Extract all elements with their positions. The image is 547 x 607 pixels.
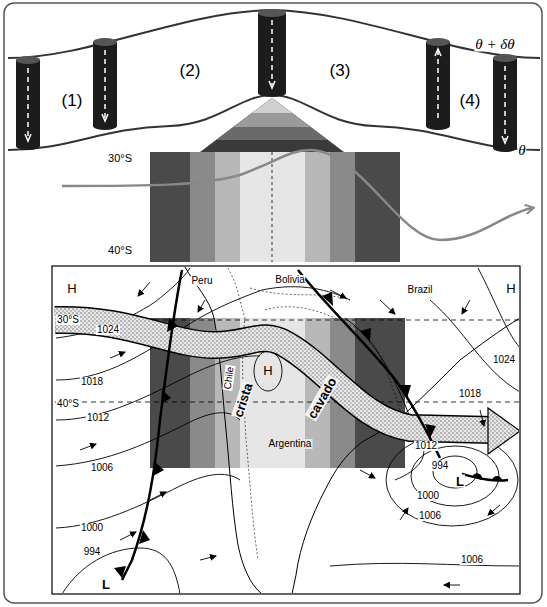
surface-label: θ [517,143,526,158]
pressure-center: H [66,282,77,295]
trough-label: cavado [305,374,340,421]
vorticity-bands [150,152,400,262]
country-name: Chile [222,365,235,391]
isobar-value: 1012 [86,413,110,423]
region-number: (4) [459,92,482,109]
flow-arrow [62,150,532,240]
country-name: Brazil [406,285,433,295]
isobar-value: 1006 [90,463,114,473]
frame [4,3,542,603]
isobar-value: 1000 [80,523,104,533]
latitude-label: 30°S [107,153,133,164]
vortex-columns [16,9,517,152]
isobar-value: 1024 [492,355,516,365]
pressure-center: L [101,578,111,591]
pressure-center: H [505,282,516,295]
region-number: (2) [179,62,202,79]
isobar-value: 1012 [414,441,438,451]
synoptic-map [55,267,519,593]
mound [200,98,344,152]
latitude-label: 40°S [107,245,133,256]
isobar-value: 1018 [80,377,104,387]
country-name: Peru [190,276,213,286]
isobar-value: 1024 [96,325,120,335]
isobar-value: 1000 [416,491,440,501]
country-name: Argentina [268,439,313,449]
isobar-value: 1006 [418,511,442,521]
map-frame [52,266,520,594]
isobar-value: 1006 [460,555,484,565]
latitude-label: 40°S [56,399,80,409]
surface-label: θ + δθ [474,37,515,52]
region-number: (3) [329,62,352,79]
region-number: (1) [61,92,84,109]
ridge-label: crista [231,381,255,420]
country-name: Bolivia [274,275,305,285]
isobar-value: 994 [431,461,450,471]
isobar-value: 1018 [458,389,482,399]
pressure-center: H [262,364,273,377]
pressure-center: L [455,475,465,488]
isobar-value: 994 [83,547,102,557]
latitude-label: 30°S [56,315,80,325]
